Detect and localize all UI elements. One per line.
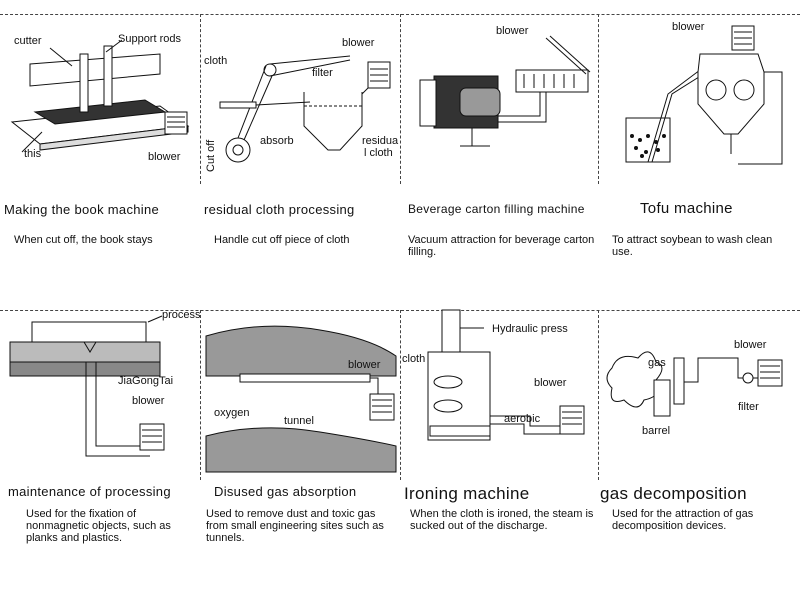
panel-description: Used for the attraction of gas decomposi…: [612, 508, 754, 532]
panel-title: Making the book machine: [4, 202, 160, 217]
label-blower: blower: [734, 339, 767, 351]
tofu-machine-illustration: blower: [598, 14, 798, 194]
panel-carton-filling: blower Beverage carton filling machine V…: [400, 14, 600, 310]
divider-v5: [400, 310, 401, 480]
panel-title: Tofu machine: [640, 200, 733, 217]
gas-decomposition-illustration: blower gas filter barrel: [598, 296, 798, 476]
panel-title: Beverage carton filling machine: [408, 202, 585, 216]
panel-title: Disused gas absorption: [214, 484, 357, 499]
book-machine-illustration: cutter Support rods this blower: [0, 14, 200, 194]
panel-title: gas decomposition: [600, 484, 747, 503]
carton-filling-illustration: blower: [400, 14, 600, 194]
label-blower: blower: [132, 395, 165, 407]
panel-ironing-machine: Hydraulic press cloth blower aerobic Iro…: [400, 296, 600, 592]
label-blower: blower: [342, 37, 375, 49]
label-cloth: cloth: [204, 55, 227, 67]
label-aerobic: aerobic: [504, 413, 541, 425]
disused-gas-illustration: oxygen tunnel blower: [200, 296, 400, 476]
panel-description: Vacuum attraction for beverage carton fi…: [408, 234, 595, 258]
panel-title: residual cloth processing: [204, 202, 355, 217]
label-gas: gas: [648, 357, 666, 369]
panel-title: maintenance of processing: [8, 484, 171, 499]
label-tunnel: tunnel: [284, 415, 314, 427]
label-hydraulic-press: Hydraulic press: [492, 323, 568, 335]
top-rule: [0, 14, 800, 15]
panel-description: Handle cut off piece of cloth: [214, 234, 350, 246]
panel-description: Used for the fixation of nonmagnetic obj…: [26, 508, 171, 544]
label-processing: processing: [162, 309, 200, 321]
label-absorb: absorb: [260, 135, 294, 147]
panel-description: When the cloth is ironed, the steam is s…: [410, 508, 594, 532]
panel-gas-decomposition: blower gas filter barrel gas decompositi…: [598, 296, 798, 592]
divider-v2: [400, 14, 401, 184]
label-cut-off: Cut off: [205, 139, 217, 172]
label-jiagongtai: JiaGongTai: [118, 375, 173, 387]
label-blower: blower: [534, 377, 567, 389]
middle-rule: [0, 310, 800, 311]
divider-v6: [598, 310, 599, 480]
label-filter: filter: [312, 67, 333, 79]
panel-description: When cut off, the book stays: [14, 234, 153, 246]
maintenance-processing-illustration: processing JiaGongTai blower: [0, 296, 200, 476]
label-cutter: cutter: [14, 35, 42, 47]
label-blower: blower: [348, 359, 381, 371]
panel-description: Used to remove dust and toxic gas from s…: [206, 508, 384, 544]
label-blower: blower: [672, 21, 705, 33]
divider-v1: [200, 14, 201, 184]
label-barrel: barrel: [642, 425, 670, 437]
label-blower: blower: [148, 151, 181, 163]
label-filter: filter: [738, 401, 759, 413]
label-oxygen: oxygen: [214, 407, 249, 419]
panel-residual-cloth: cloth blower filter absorb Cut off resid…: [200, 14, 400, 310]
label-support-rods: Support rods: [118, 33, 181, 45]
panel-book-machine: cutter Support rods this blower Making t…: [0, 14, 200, 310]
panel-tofu-machine: blower Tofu machine To attract soybean t…: [598, 14, 798, 310]
label-blower: blower: [496, 25, 529, 37]
panel-maintenance-processing: processing JiaGongTai blower maintenance…: [0, 296, 200, 592]
label-this: this: [24, 148, 42, 160]
panel-title: Ironing machine: [404, 484, 530, 503]
label-cloth: cloth: [402, 353, 425, 365]
label-residual-2: l cloth: [364, 147, 393, 159]
divider-v4: [200, 310, 201, 480]
ironing-machine-illustration: Hydraulic press cloth blower aerobic: [400, 296, 600, 476]
label-residual-1: residua: [362, 135, 399, 147]
panel-description: To attract soybean to wash clean use.: [612, 234, 773, 258]
panel-disused-gas: oxygen tunnel blower Disused gas absorpt…: [200, 296, 400, 592]
divider-v3: [598, 14, 599, 184]
residual-cloth-illustration: cloth blower filter absorb Cut off resid…: [200, 14, 400, 194]
